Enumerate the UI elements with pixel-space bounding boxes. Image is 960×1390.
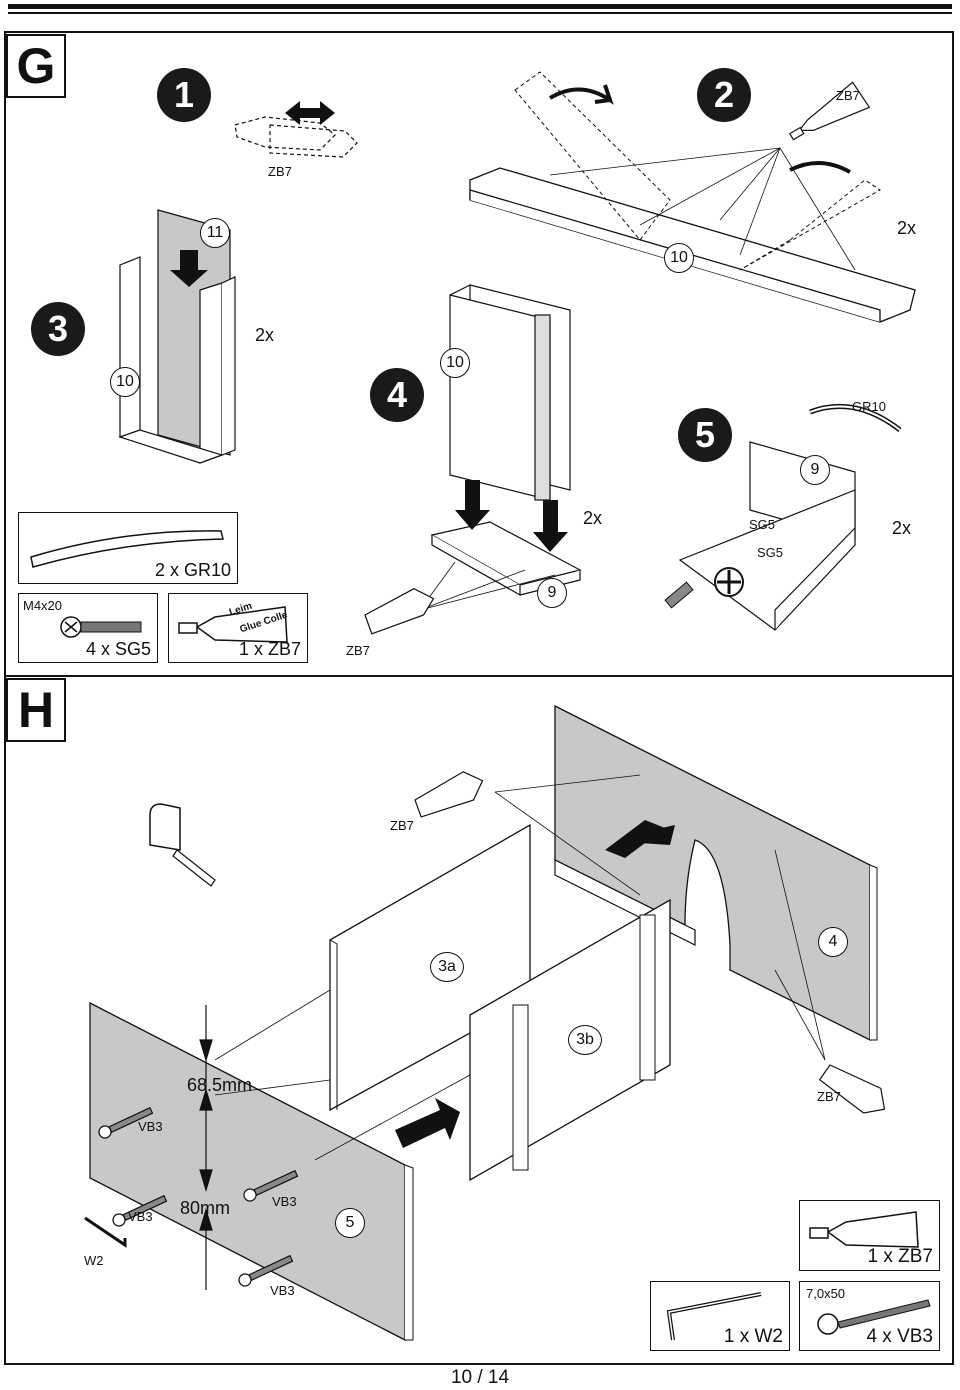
step-2-zb7-label: ZB7 [836,88,860,103]
top-rule-thin [8,12,952,14]
step-4-part-9: 9 [537,578,567,608]
vb3-caption: 4 x VB3 [866,1326,933,1347]
step-3-badge: 3 [31,302,85,356]
double-arrow-icon [285,101,335,125]
hardware-glue-box: Leim Glue Colle 1 x ZB7 [168,593,308,663]
step-4-quantity: 2x [583,508,603,528]
step-1-glue-illustration [234,101,358,158]
vb3-label-3: VB3 [272,1194,297,1209]
step-5-part-9: 9 [800,455,830,485]
allen-key-icon [84,1216,127,1248]
vb3-label-2: VB3 [128,1209,153,1224]
page-number: 10 / 14 [450,1367,510,1388]
h-zb7-label-top: ZB7 [390,818,414,833]
step-3-part-10: 10 [110,367,140,397]
dimension-bottom: 80mm [180,1198,231,1218]
vb3-size-label: 7,0x50 [806,1286,846,1301]
handle-icon [30,530,224,568]
down-arrow-icon [455,480,490,530]
step-5-gr10-label: GR10 [852,399,886,414]
step-4-badge: 4 [370,368,424,422]
vb3-label-4: VB3 [270,1283,295,1298]
panel-4 [554,704,871,1042]
step-5-sg5-label-top: SG5 [749,517,776,532]
screw-caption: 4 x SG5 [85,639,151,659]
step-3-part-11: 11 [200,218,230,248]
screw-size-label: M4x20 [23,598,63,613]
step-1-zb7-label: ZB7 [268,164,292,179]
down-arrow-icon [533,500,568,552]
glue-caption: 1 x ZB7 [238,639,301,659]
w2-label: W2 [84,1253,104,1268]
wood-screw-icon [817,1299,931,1335]
dimension-top: 68.5mm [187,1075,253,1095]
step-5-quantity: 2x [892,518,912,538]
step-1-badge: 1 [157,68,211,122]
step-2-quantity: 2x [897,218,917,238]
step-4-zb7-label: ZB7 [346,643,370,658]
step-2-badge: 2 [697,68,751,122]
step-4-door-illustration [364,284,582,635]
cabinet-assembly-illustration [84,704,886,1342]
section-g-letter: G [6,34,66,98]
step-3-quantity: 2x [255,325,275,345]
vb3-label-1: VB3 [138,1119,163,1134]
left-arrow-icon [605,820,675,858]
glue-tube-icon [178,606,288,643]
step-5-badge: 5 [678,408,732,462]
h-glue-caption: 1 x ZB7 [867,1246,933,1267]
down-arrow-icon [170,250,208,287]
wrench-caption: 1 x W2 [723,1326,783,1347]
section-h-frame [4,675,954,1365]
h-hardware-screw-box: 7,0x50 4 x VB3 [799,1281,940,1351]
h-part-5: 5 [335,1208,365,1238]
h-part-3b: 3b [568,1025,602,1055]
step-4-part-10: 10 [440,348,470,378]
allen-key-icon [666,1292,762,1341]
h-zb7-label-right: ZB7 [817,1089,841,1104]
step-5-sg5-label-bottom: SG5 [757,545,784,560]
hardware-screw-box: M4x20 4 x SG5 [18,593,158,663]
step-3-frame-illustration [118,209,236,464]
h-hardware-glue-box: 1 x ZB7 [799,1200,940,1271]
screw-icon [60,616,142,638]
handle-caption: 2 x GR10 [154,560,231,580]
glue-tube-icon [809,1211,919,1248]
tape-measure-icon [149,803,216,887]
section-h-letter: H [6,678,66,742]
right-arrow-icon [395,1098,460,1148]
hardware-handle-box: 2 x GR10 [18,512,238,584]
top-rule-thick [8,4,952,9]
h-part-4: 4 [818,927,848,957]
step-2-part-10: 10 [664,243,694,273]
h-part-3a: 3a [430,952,464,982]
step-5-handle-illustration [664,404,902,631]
h-hardware-wrench-box: 1 x W2 [650,1281,790,1351]
